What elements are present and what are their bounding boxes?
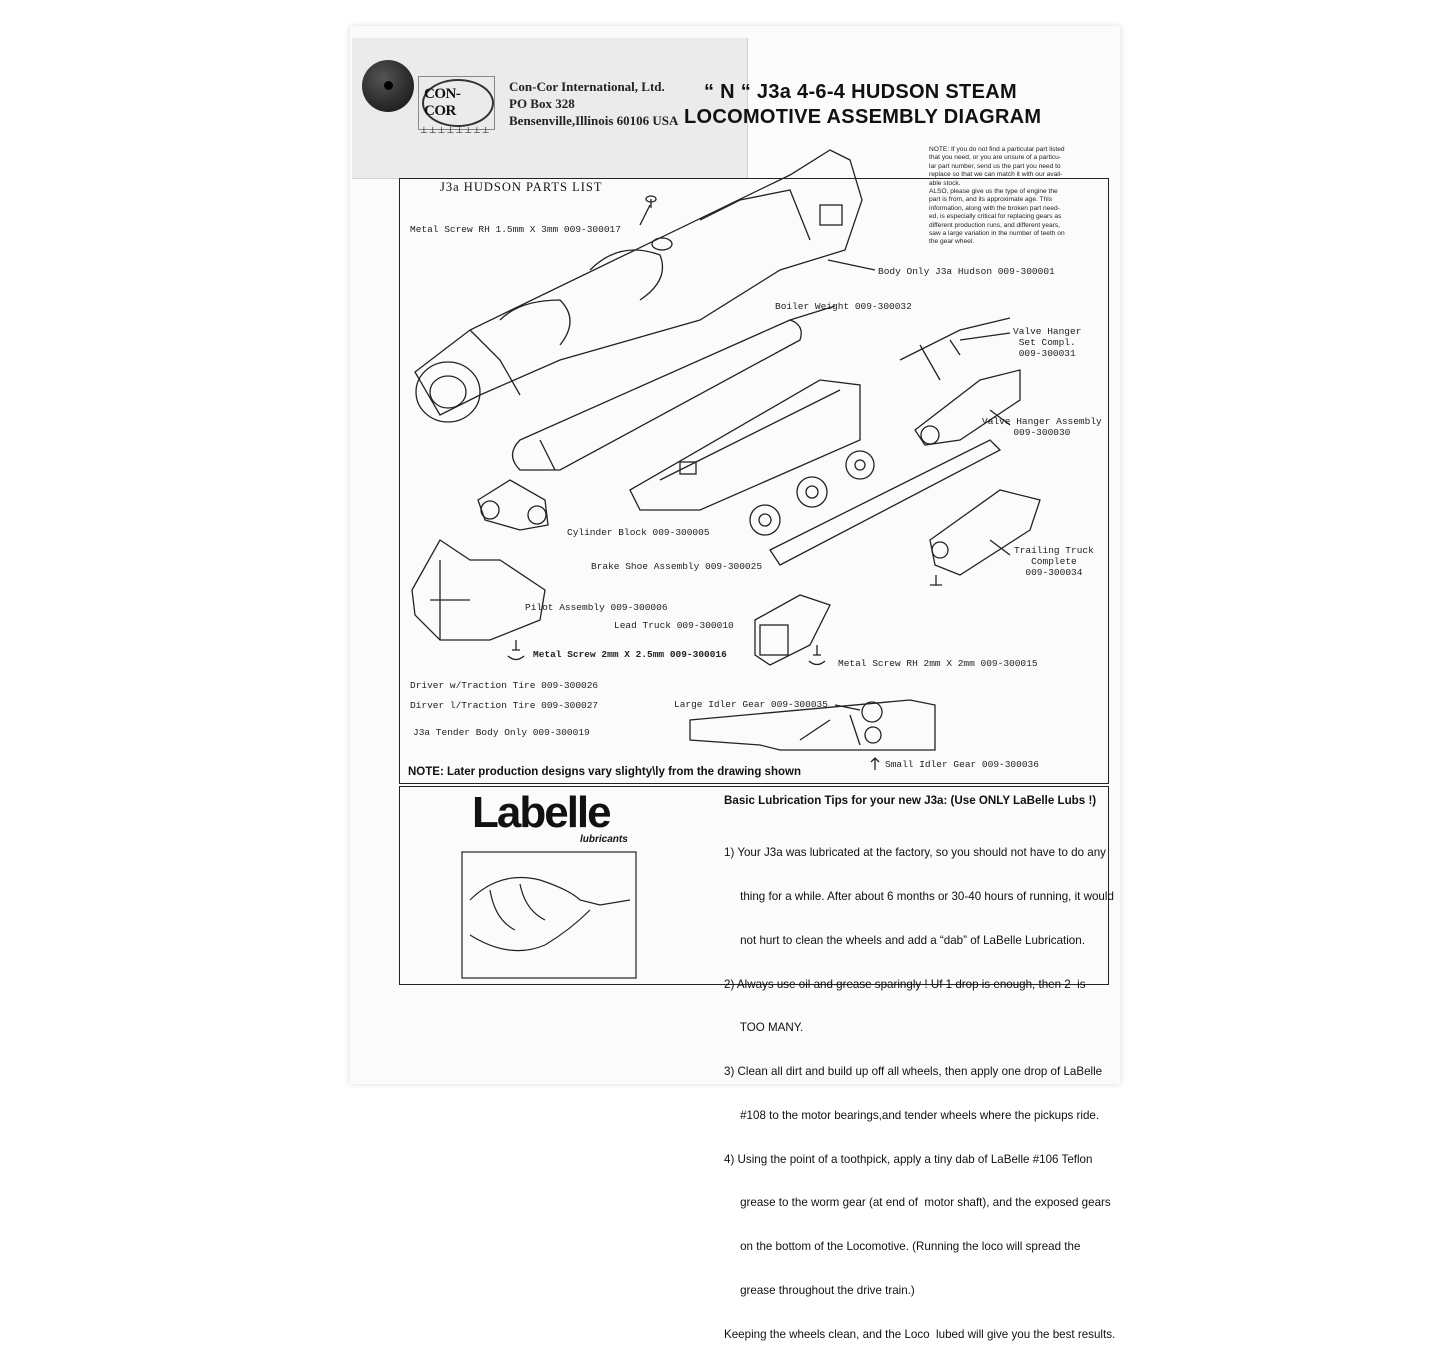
driver-wheel-drawing — [749, 504, 781, 536]
company-address-2: Bensenville,Illinois 60106 USA — [509, 113, 679, 128]
lubrication-tip-line: 2) Always use oil and grease sparingly !… — [724, 977, 1086, 991]
part-label-metal-screw-2x2.5: Metal Screw 2mm X 2.5mm 009-300016 — [533, 649, 727, 660]
title-line-2: LOCOMOTIVE ASSEMBLY DIAGRAM — [684, 106, 1042, 128]
top-note: NOTE: If you do not find a particular pa… — [929, 146, 1099, 247]
valve-hanger-set-line: Set Compl. — [1018, 337, 1076, 348]
top-note-line: part is from, and its approximate age. T… — [929, 196, 1053, 204]
part-label-brake-shoe: Brake Shoe Assembly 009-300025 — [591, 561, 763, 572]
lubrication-tip-line: thing for a while. After about 6 months … — [724, 889, 1114, 903]
screws-icon: ⊥⊥⊥⊥⊥⊥⊥⊥ — [420, 125, 491, 135]
lubrication-tip-line: grease throughout the drive train.) — [724, 1284, 915, 1297]
cylinder-block-drawing — [477, 479, 549, 531]
lubrication-tip-line: Keeping the wheels clean, and the Loco l… — [724, 1327, 1116, 1341]
production-note: NOTE: Later production designs vary slig… — [408, 766, 801, 778]
concor-logo: CON-COR — [422, 79, 494, 127]
top-note-line: different production runs, and different… — [929, 221, 1060, 229]
valve-hanger-set-line: 009-300031 — [1018, 348, 1076, 359]
top-note-line: lar part number, send us the part you ne… — [929, 162, 1061, 170]
part-label-large-idler: Large Idler Gear 009-300035 — [674, 699, 828, 710]
small-idler-gear-drawing — [864, 726, 882, 744]
top-note-line: saw a large variation in the number of t… — [929, 230, 1065, 238]
lubrication-tips: 1) Your J3a was lubricated at the factor… — [724, 817, 1116, 1357]
trailing-truck-drawing — [929, 489, 1041, 576]
lubrication-tip-line: 3) Clean all dirt and build up off all w… — [724, 1065, 1103, 1079]
part-label-metal-screw-rh-2x2: Metal Screw RH 2mm X 2mm 009-300015 — [838, 658, 1038, 669]
labelle-logo: Labelle — [472, 788, 612, 837]
lubrication-tip-line: #108 to the motor bearings,and tender wh… — [724, 1108, 1100, 1122]
parts-list-title: J3a HUDSON PARTS LIST — [440, 180, 603, 194]
lead-truck-drawing — [754, 594, 831, 666]
part-label-tender-body: J3a Tender Body Only 009-300019 — [413, 727, 590, 738]
driver-wheel-drawing — [796, 476, 828, 508]
hand-illustration-frame — [461, 851, 637, 979]
rubber-part-hole — [384, 81, 393, 90]
trailing-truck-line: Complete — [1031, 556, 1077, 567]
labelle-logo-sub: lubricants — [580, 834, 628, 845]
part-label-metal-screw-rh-1.5: Metal Screw RH 1.5mm X 3mm 009-300017 — [410, 224, 621, 235]
lubrication-box — [399, 786, 1109, 985]
brake-shoe-drawing — [769, 439, 1002, 566]
lubrication-tip-line: on the bottom of the Locomotive. (Runnin… — [724, 1240, 1081, 1254]
company-address: Con-Cor International, Ltd. PO Box 328 B… — [509, 78, 678, 129]
part-label-pilot-assembly: Pilot Assembly 009-300006 — [525, 602, 668, 613]
screw-drawing — [808, 645, 826, 666]
part-label-dirver-traction: Dirver l/Traction Tire 009-300027 — [410, 700, 599, 711]
pilot-assembly-drawing — [411, 539, 546, 641]
screw-drawing — [507, 640, 525, 661]
lubrication-tip-line: 4) Using the point of a toothpick, apply… — [724, 1152, 1093, 1166]
top-note-line: that you need, or you are unsure of a pa… — [929, 154, 1061, 162]
part-label-small-idler: Small Idler Gear 009-300036 — [885, 759, 1039, 770]
part-label-body-only: Body Only J3a Hudson 009-300001 — [878, 266, 1055, 277]
part-label-trailing-truck: Trailing Truck Complete 009-300034 — [1014, 545, 1094, 578]
part-label-cylinder-block: Cylinder Block 009-300005 — [567, 527, 710, 538]
company-address-1: PO Box 328 — [509, 96, 575, 111]
valve-hanger-assembly-line: Valve Hanger Assembly — [982, 416, 1102, 427]
valve-hanger-assembly-drawing — [914, 369, 1021, 446]
tender-body-drawing — [689, 699, 936, 751]
top-note-line: NOTE: If you do not find a particular pa… — [929, 146, 1065, 153]
title-line-1: “ N “ J3a 4-6-4 HUDSON STEAM — [704, 81, 1017, 103]
lubrication-heading: Basic Lubrication Tips for your new J3a:… — [724, 794, 1097, 807]
driver-wheel-drawing — [845, 450, 875, 480]
boiler-weight-drawing — [511, 319, 802, 471]
valve-hanger-set-drawing — [899, 317, 1011, 381]
valve-hanger-set-line: Valve Hanger — [1013, 326, 1082, 337]
company-name: Con-Cor International, Ltd. — [509, 79, 665, 94]
top-note-line: the gear wheel. — [929, 238, 975, 246]
lubrication-tip-line: grease to the worm gear (at end of motor… — [724, 1196, 1111, 1210]
part-label-boiler-weight: Boiler Weight 009-300032 — [775, 301, 912, 312]
top-note-line: able stock. — [929, 179, 961, 187]
part-label-lead-truck: Lead Truck 009-300010 — [614, 620, 734, 631]
diagram-frame — [399, 178, 1109, 784]
trailing-truck-line: Trailing Truck — [1014, 545, 1094, 556]
top-note-line: ed, is especially critical for replacing… — [929, 213, 1062, 221]
top-note-line: replace so that we can match it with our… — [929, 171, 1063, 179]
top-note-line: ALSO, please give us the type of engine … — [929, 188, 1058, 196]
trailing-truck-line: 009-300034 — [1025, 567, 1083, 578]
logo-frame — [418, 76, 495, 130]
top-note-line: information, along with the broken part … — [929, 204, 1060, 212]
valve-hanger-assembly-line: 009-300030 — [1013, 427, 1071, 438]
screw-drawing — [930, 575, 942, 586]
part-label-valve-hanger-set: Valve Hanger Set Compl. 009-300031 — [1013, 326, 1081, 359]
assembly-drawing — [411, 149, 1041, 979]
lubrication-tip-line: TOO MANY. — [724, 1021, 804, 1035]
hand-illustration — [469, 876, 631, 952]
part-label-valve-hanger-assembly: Valve Hanger Assembly 009-300030 — [982, 416, 1102, 438]
part-label-driver-traction: Driver w/Traction Tire 009-300026 — [410, 680, 599, 691]
chassis-drawing — [629, 379, 861, 511]
large-idler-gear-drawing — [861, 701, 883, 723]
lubrication-tip-line: not hurt to clean the wheels and add a “… — [724, 933, 1085, 947]
lubrication-tip-line: 1) Your J3a was lubricated at the factor… — [724, 846, 1106, 860]
